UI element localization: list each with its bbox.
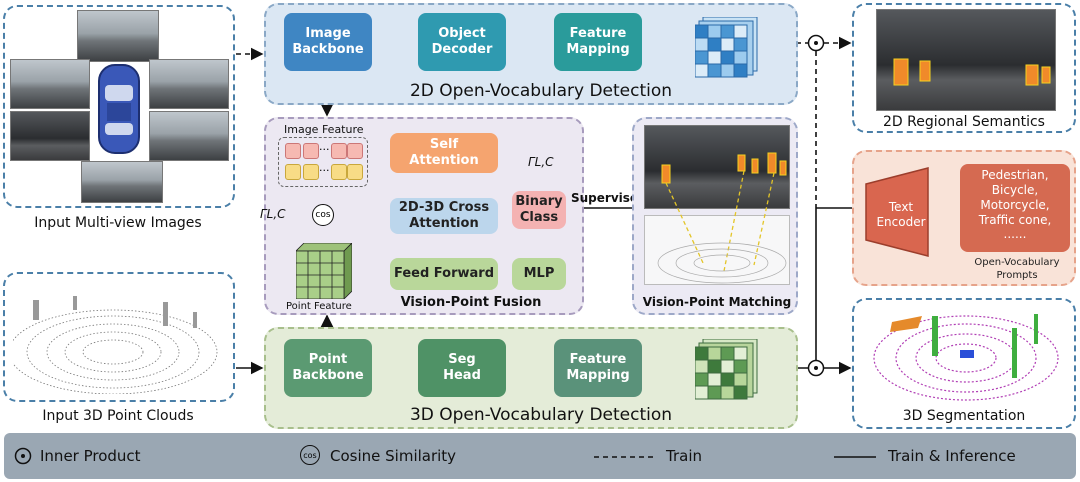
image-backbone-block: Image Backbone [284, 13, 372, 71]
camera-image-back-right [149, 111, 229, 161]
legend-inner-product: Inner Product [40, 447, 141, 465]
mlp-block: MLP [512, 258, 566, 290]
ego-car-icon [98, 64, 140, 154]
matching-correspondence-lines [657, 170, 787, 284]
regional-semantics-caption: 2D Regional Semantics [883, 114, 1045, 130]
camera-image-front-left [10, 59, 90, 109]
vision-point-matching-panel: Vision-Point Matching [632, 117, 798, 315]
prompt-item: Bicycle, [991, 183, 1039, 197]
self-attention-block: Self Attention [390, 133, 498, 173]
point-clouds-box [3, 272, 235, 402]
inner-product-node-top [807, 34, 825, 52]
segmentation-caption: 3D Segmentation [902, 408, 1026, 424]
multi-view-images-box [3, 5, 235, 208]
point-backbone-block: Point Backbone [284, 339, 372, 397]
prompt-item: Pedestrian, [981, 168, 1049, 182]
object-decoder-block: Object Decoder [418, 13, 506, 71]
feed-forward-block: Feed Forward [390, 258, 498, 290]
camera-image-back-left [10, 111, 90, 161]
inner-product-legend-icon [14, 447, 32, 465]
top-feature-mapping-block: Feature Mapping [554, 13, 642, 71]
regional-semantics-detections [893, 58, 1051, 86]
regional-semantics-box: 2D Regional Semantics [852, 3, 1076, 133]
gamma-label-right: ΓL,C [528, 155, 554, 169]
matching-point-cloud [644, 215, 790, 285]
train-legend-line [594, 456, 654, 458]
binary-class-block: Binary Class [512, 191, 566, 229]
train-inference-legend-line [834, 456, 876, 458]
text-encoder-panel: Text Encoder Pedestrian, Bicycle, Motorc… [852, 150, 1076, 286]
text-encoder-label: Text Encoder [876, 200, 926, 229]
bottom-panel-title: 3D Open-Vocabulary Detection [409, 405, 673, 425]
fusion-panel-title: Vision-Point Fusion [400, 295, 542, 310]
point-feature-cube [296, 243, 352, 299]
prompt-list-box: Pedestrian, Bicycle, Motorcycle, Traffic… [960, 164, 1070, 252]
top-panel-title: 2D Open-Vocabulary Detection [409, 81, 673, 101]
camera-image-front-right [149, 59, 229, 109]
legend-cosine-similarity: Cosine Similarity [330, 447, 457, 465]
camera-image-back [81, 161, 163, 203]
prompt-item: Traffic cone, [978, 213, 1052, 227]
text-encoder-shape [865, 167, 929, 257]
top-feature-cube [695, 17, 758, 78]
legend-bar: Inner Product cos Cosine Similarity Trai… [4, 433, 1076, 479]
prompt-item: ...... [1003, 227, 1027, 241]
legend-train-inference: Train & Inference [888, 447, 1016, 465]
image-feature-ellipsis-bottom: ... [319, 161, 330, 174]
bottom-feature-cube [695, 339, 758, 400]
matching-caption: Vision-Point Matching [642, 295, 792, 309]
supervise-label: Supervise [571, 191, 639, 205]
prompts-caption: Open-Vocabulary Prompts [974, 257, 1060, 281]
matching-detections [661, 152, 787, 184]
point-feature-label: Point Feature [286, 301, 352, 312]
point-cloud-graphic [13, 296, 218, 394]
prompt-item: Motorcycle, [980, 198, 1050, 212]
cosine-similarity-node: cos [312, 204, 334, 226]
image-feature-ellipsis-top: ... [319, 140, 330, 153]
image-feature-tokens: ... ... [278, 137, 368, 187]
segmentation-box: 3D Segmentation [852, 298, 1076, 429]
inner-product-node-bottom [807, 359, 825, 377]
cosine-similarity-legend-icon: cos [300, 445, 320, 465]
point-clouds-caption: Input 3D Point Clouds [42, 408, 194, 424]
gamma-label-left: ΓL,C [260, 207, 286, 221]
image-feature-label: Image Feature [284, 123, 364, 136]
bottom-feature-mapping-block: Feature Mapping [554, 339, 642, 397]
camera-image-front [77, 10, 159, 62]
seg-head-block: Seg Head [418, 339, 506, 397]
segmentation-graphic [873, 314, 1059, 401]
vision-point-fusion-panel: Image Feature ... ... Self Attention 2D-… [260, 117, 584, 315]
legend-train: Train [666, 447, 702, 465]
multi-view-images-caption: Input Multi-view Images [34, 215, 202, 231]
cross-attention-block: 2D-3D Cross Attention [390, 198, 498, 234]
